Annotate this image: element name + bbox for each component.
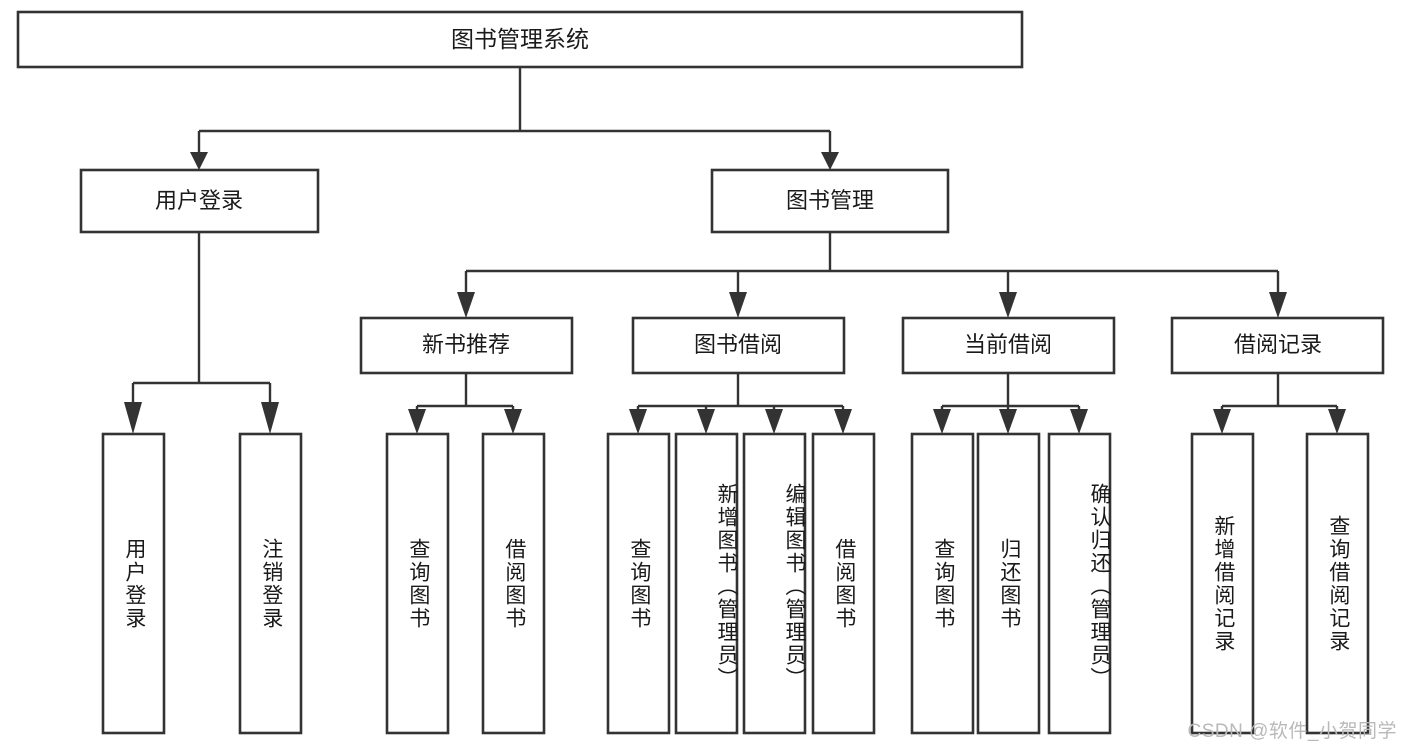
arrow-head-icon (124, 402, 142, 434)
connector-current-borrow-to-leaves (933, 373, 1088, 434)
arrow-head-icon (1213, 409, 1231, 434)
node-borrow-records-label: 借阅记录 (1234, 332, 1322, 357)
leaf-box-book-borrow-1[interactable] (674, 432, 739, 735)
leaf-box-book-borrow-3[interactable] (811, 432, 876, 735)
arrow-head-icon (457, 292, 475, 318)
connector-book-borrow-to-leaves (629, 373, 852, 434)
arrow-head-icon (834, 409, 852, 434)
leaf-box-borrow-records-0[interactable] (1190, 432, 1255, 735)
arrow-head-icon (933, 409, 951, 434)
connector-book-management-to-level3 (457, 232, 1287, 318)
node-book-management[interactable]: 图书管理 (710, 168, 950, 234)
node-current-borrow-label: 当前借阅 (964, 332, 1052, 357)
arrow-head-icon (729, 292, 747, 318)
node-book-management-box[interactable] (710, 168, 950, 234)
arrow-head-icon (999, 409, 1017, 434)
node-root[interactable]: 图书管理系统 (16, 10, 1024, 69)
leaf-box-book-borrow-0[interactable] (606, 432, 671, 735)
node-current-borrow-box[interactable] (901, 316, 1116, 375)
arrow-head-icon (1269, 292, 1287, 318)
arrow-head-icon (1328, 409, 1346, 434)
node-book-borrow-label: 图书借阅 (694, 332, 782, 357)
leaf-box-new-book-recommend-1[interactable] (481, 432, 546, 735)
arrow-head-icon (261, 402, 279, 434)
arrow-head-icon (190, 152, 208, 170)
leaf-box-current-borrow-2[interactable] (1047, 432, 1112, 735)
node-borrow-records-box[interactable] (1170, 316, 1385, 375)
node-new-book-recommend[interactable]: 新书推荐 (359, 316, 574, 375)
node-new-book-recommend-label: 新书推荐 (422, 332, 510, 357)
arrow-head-icon (821, 152, 839, 170)
node-user-login[interactable]: 用户登录 (79, 168, 320, 234)
connector-user-login-to-leaves (124, 232, 279, 434)
arrow-head-icon (697, 409, 715, 434)
connector-new-book-recommend-to-leaves (408, 373, 522, 434)
arrow-head-icon (765, 409, 783, 434)
arrow-head-icon (1070, 409, 1088, 434)
leaf-box-book-borrow-2[interactable] (742, 432, 807, 735)
leaf-box-current-borrow-0[interactable] (910, 432, 975, 735)
arrow-head-icon (999, 292, 1017, 318)
connector-borrow-records-to-leaves (1213, 373, 1346, 434)
node-root-label: 图书管理系统 (451, 26, 589, 52)
node-borrow-records[interactable]: 借阅记录 (1170, 316, 1385, 375)
node-user-login-label: 用户登录 (155, 188, 243, 213)
node-root-box[interactable] (16, 10, 1024, 69)
arrow-head-icon (629, 409, 647, 434)
connector-root-to-level2 (190, 67, 839, 170)
node-book-borrow-box[interactable] (631, 316, 846, 375)
leaf-box-current-borrow-1[interactable] (976, 432, 1041, 735)
arrow-head-icon (408, 409, 426, 434)
leaf-box-new-book-recommend-0[interactable] (385, 432, 450, 735)
node-current-borrow[interactable]: 当前借阅 (901, 316, 1116, 375)
arrow-head-icon (504, 409, 522, 434)
leaf-box-borrow-records-1[interactable] (1305, 432, 1370, 735)
leaf-box-user-login-0[interactable] (101, 432, 166, 735)
node-new-book-recommend-box[interactable] (359, 316, 574, 375)
leaf-box-user-login-1[interactable] (238, 432, 303, 735)
node-book-management-label: 图书管理 (786, 188, 874, 213)
node-book-borrow[interactable]: 图书借阅 (631, 316, 846, 375)
csdn-watermark: CSDN @软件_小贺同学 (1187, 721, 1397, 742)
